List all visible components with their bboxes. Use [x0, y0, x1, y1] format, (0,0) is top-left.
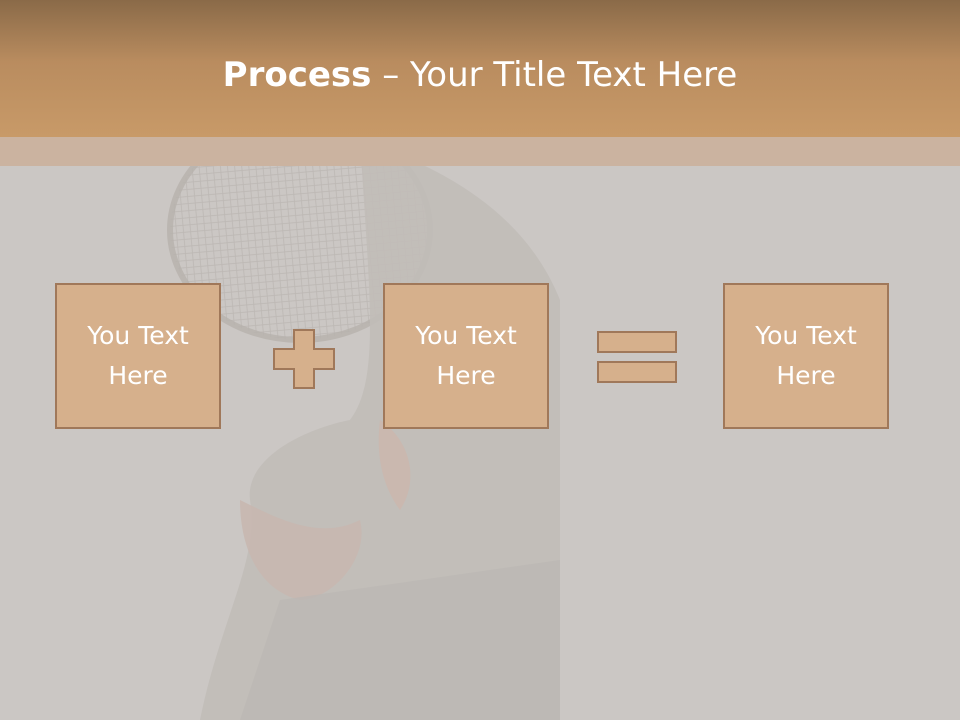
process-box-1[interactable]: You Text Here — [55, 283, 221, 429]
title-bold-text: Process — [222, 55, 372, 95]
process-box-1-text: You Text Here — [87, 321, 189, 390]
process-box-2-text: You Text Here — [415, 321, 517, 390]
title-dash: – — [371, 55, 411, 95]
slide-title: Process – Your Title Text Here — [0, 50, 960, 100]
plus-icon — [273, 329, 335, 389]
title-bar-strip — [0, 137, 960, 166]
process-box-2[interactable]: You Text Here — [383, 283, 549, 429]
equals-icon — [597, 331, 677, 383]
process-box-3-text: You Text Here — [755, 321, 857, 390]
title-bar — [0, 0, 960, 137]
process-box-3[interactable]: You Text Here — [723, 283, 889, 429]
title-rest-text: Your Title Text Here — [410, 55, 738, 95]
